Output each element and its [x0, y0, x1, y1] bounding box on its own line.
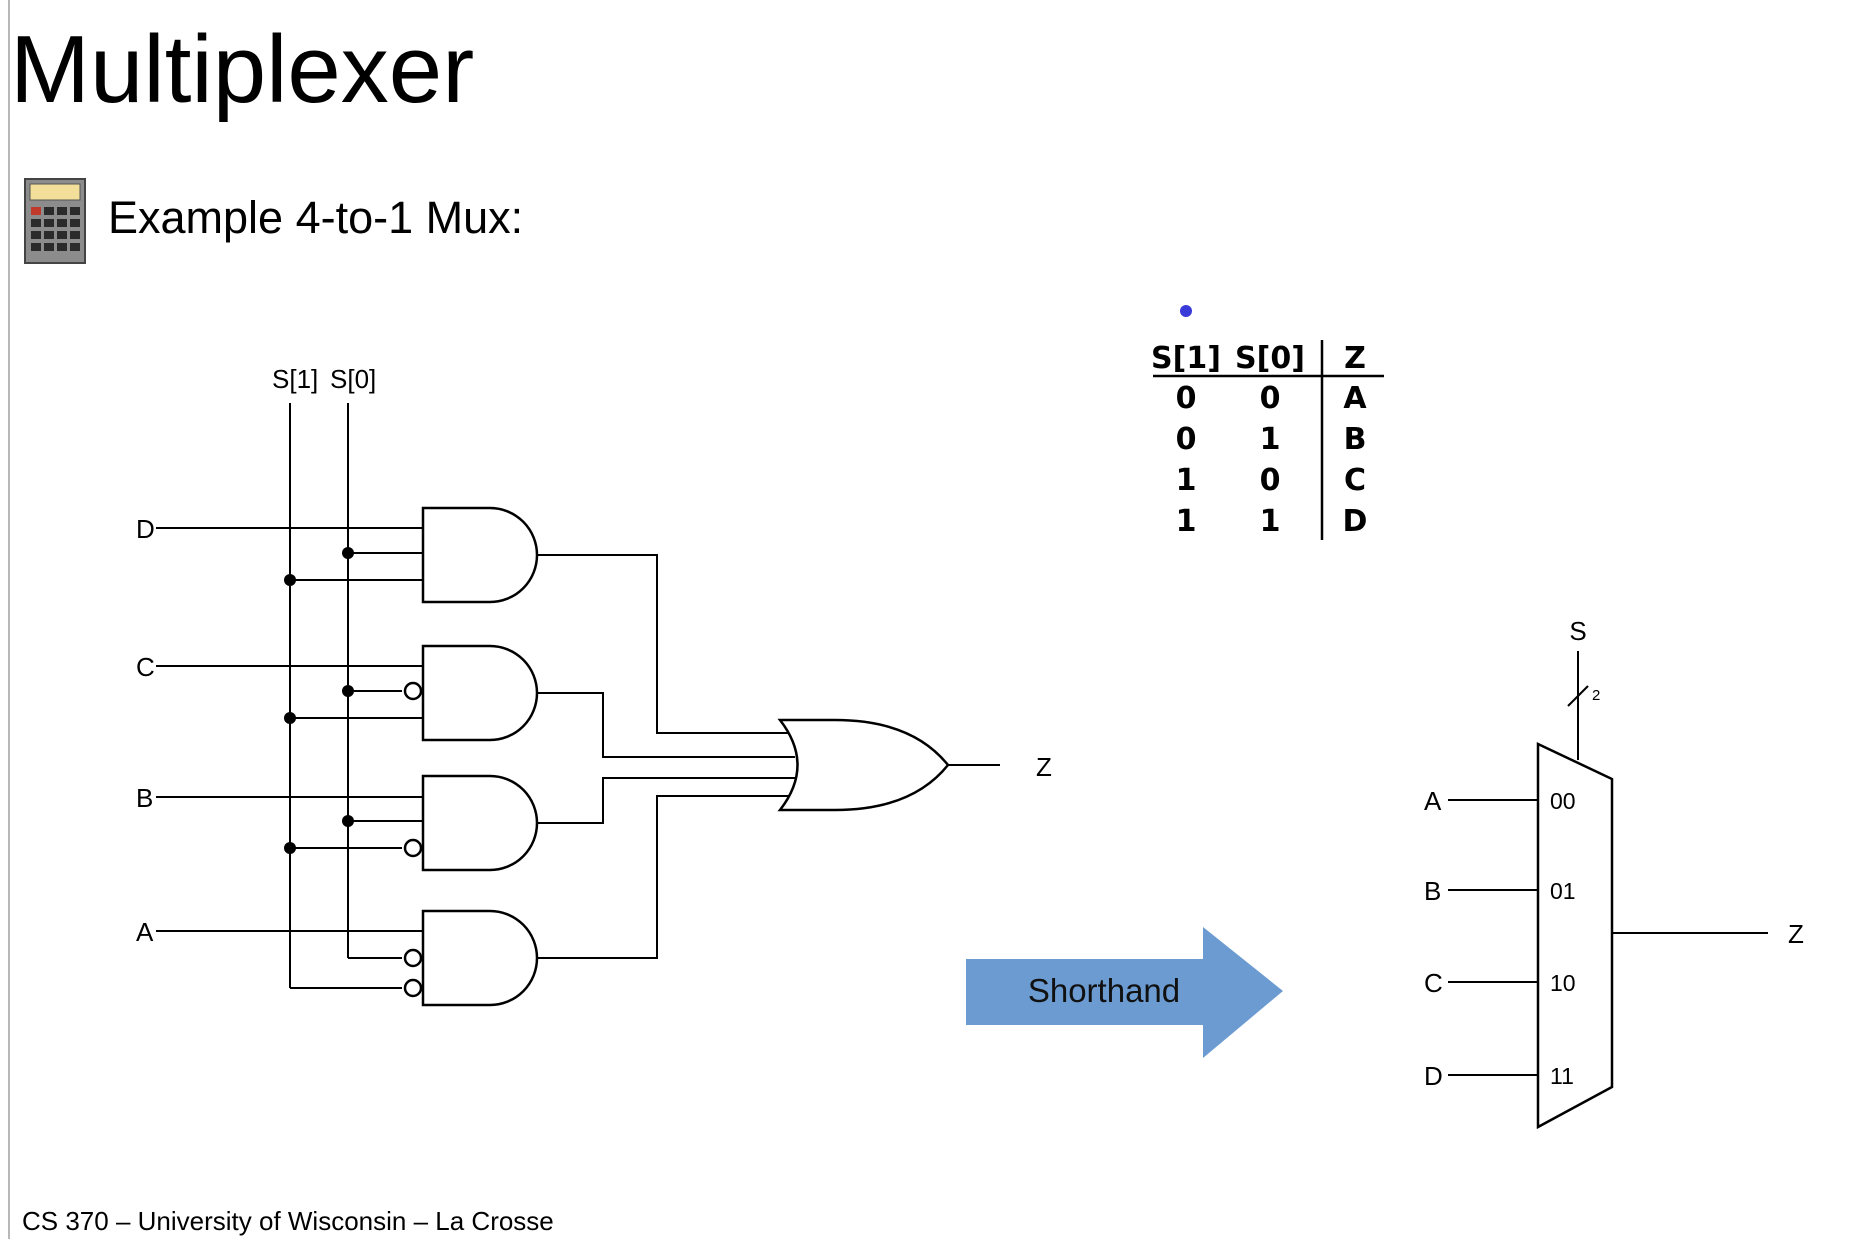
- tt-header-z: Z: [1344, 341, 1366, 376]
- mux-code-11: 11: [1550, 1063, 1574, 1089]
- junction-dot: [284, 842, 296, 854]
- mux-body: [1536, 742, 1614, 1130]
- left-border: [8, 0, 10, 1239]
- input-b-label: B: [136, 783, 153, 813]
- mux-symbol: S 2 A B C D 00 01 10 11 Z: [1424, 616, 1804, 1130]
- tt-cell: 0: [1260, 381, 1281, 416]
- slide-title: Multiplexer: [10, 16, 475, 123]
- arrow-label: Shorthand: [1028, 972, 1180, 1009]
- mux-input-a-label: A: [1424, 786, 1442, 816]
- mux-output-label: Z: [1788, 919, 1804, 949]
- inverter-bubble: [403, 681, 423, 701]
- slide-footer: CS 370 – University of Wisconsin – La Cr…: [22, 1206, 554, 1236]
- tt-cell: C: [1344, 463, 1366, 498]
- junction-dot: [342, 685, 354, 697]
- tt-cell: A: [1343, 381, 1367, 416]
- inverter-bubble: [403, 948, 423, 968]
- tt-cell: B: [1344, 422, 1367, 457]
- tt-cell: 0: [1176, 422, 1197, 457]
- mux-code-01: 01: [1550, 878, 1576, 904]
- mux-code-10: 10: [1550, 970, 1576, 996]
- junction-dot: [284, 712, 296, 724]
- tt-header-s1: S[1]: [1151, 341, 1221, 376]
- input-a-label: A: [136, 917, 154, 947]
- bus-slash: [1567, 685, 1589, 707]
- input-d-label: D: [136, 514, 155, 544]
- or-gate: [777, 718, 950, 812]
- tt-cell: 1: [1176, 504, 1197, 539]
- tt-cell: 1: [1176, 463, 1197, 498]
- tt-cell: 1: [1260, 504, 1281, 539]
- arrow-shape: [966, 927, 1283, 1058]
- tt-cell: 0: [1260, 463, 1281, 498]
- and-gate-a: [421, 909, 539, 1007]
- tt-cell: 0: [1176, 381, 1197, 416]
- and-gate-d: [421, 506, 539, 604]
- calculator-icon: [24, 178, 86, 264]
- shorthand-arrow: Shorthand: [966, 927, 1283, 1058]
- and-gate-c: [421, 644, 539, 742]
- bus-width-label: 2: [1592, 687, 1600, 704]
- junction-dot: [342, 547, 354, 559]
- input-c-label: C: [136, 652, 155, 682]
- junction-dot: [342, 815, 354, 827]
- truth-table: S[1] S[0] Z 0 0 A 0 1 B 1 0 C 1 1 D: [1151, 305, 1384, 540]
- tt-header-s0: S[0]: [1235, 341, 1305, 376]
- mux-input-d-label: D: [1424, 1061, 1443, 1091]
- mux-code-00: 00: [1550, 788, 1576, 814]
- tt-cell: 1: [1260, 422, 1281, 457]
- gate-level-circuit: S[1] S[0] D C B A: [136, 364, 1052, 1007]
- output-z-label: Z: [1036, 752, 1052, 782]
- tt-cell: D: [1343, 504, 1368, 539]
- mux-input-b-label: B: [1424, 876, 1441, 906]
- and-gate-b: [421, 774, 539, 872]
- inverter-bubble: [403, 838, 423, 858]
- junction-dot: [284, 574, 296, 586]
- mux-input-c-label: C: [1424, 968, 1443, 998]
- bullet-dot: [1180, 305, 1192, 317]
- slide-subtitle: Example 4-to-1 Mux:: [108, 192, 524, 243]
- mux-select-label: S: [1569, 616, 1586, 646]
- inverter-bubble: [403, 978, 423, 998]
- s1-label: S[1]: [272, 364, 318, 394]
- s0-label: S[0]: [330, 364, 376, 394]
